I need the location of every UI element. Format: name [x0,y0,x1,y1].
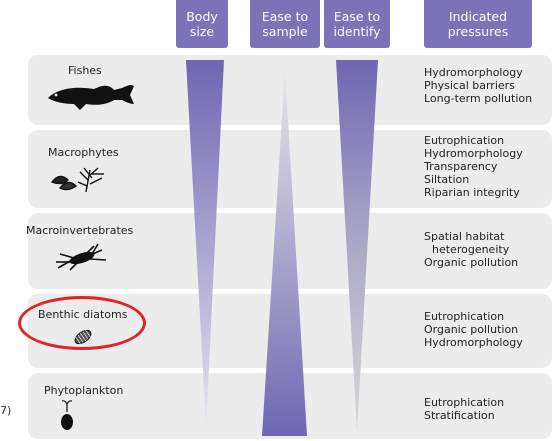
pressure-item: heterogeneity [424,243,518,256]
pressures-phytoplankton: Eutrophication Stratification [424,396,504,422]
pressure-item: Eutrophication [424,310,523,323]
macrophyte-icon [46,164,110,194]
group-label-macroinvertebrates: Macroinvertebrates [26,224,133,237]
pressure-item: Physical barriers [424,79,532,92]
fish-icon [44,78,136,114]
phytoplankton-icon [58,398,76,432]
pressure-item: Riparian integrity [424,186,523,199]
pressure-item: Hydromorphology [424,147,523,160]
pressure-item: Transparency [424,160,523,173]
pressures-fishes: Hydromorphology Physical barriers Long-t… [424,66,532,105]
wedge-ease-to-sample [262,70,307,436]
pressure-item: Stratification [424,409,504,422]
pressures-macrophytes: Eutrophication Hydromorphology Transpare… [424,134,523,199]
pressure-item: Organic pollution [424,256,518,269]
pressure-item: Spatial habitat [424,230,518,243]
pressure-item: Organic pollution [424,323,523,336]
group-label-fishes: Fishes [68,64,102,77]
macroinvertebrate-icon [52,242,112,272]
edge-text: 7) [0,404,11,417]
wedge-ease-to-identify [336,60,378,432]
pressures-benthic-diatoms: Eutrophication Organic pollution Hydromo… [424,310,523,349]
pressure-item: Hydromorphology [424,336,523,349]
pressures-macroinvertebrates: Spatial habitat heterogeneity Organic po… [424,230,518,269]
pressure-item: Long-term pollution [424,92,532,105]
group-label-phytoplankton: Phytoplankton [44,384,123,397]
pressure-item: Hydromorphology [424,66,532,79]
pressure-item: Eutrophication [424,134,523,147]
wedge-body-size [186,60,224,426]
pressure-item: Eutrophication [424,396,504,409]
group-label-macrophytes: Macrophytes [48,146,119,159]
pressure-item: Siltation [424,173,523,186]
highlight-circle-benthic-diatoms [18,296,146,350]
